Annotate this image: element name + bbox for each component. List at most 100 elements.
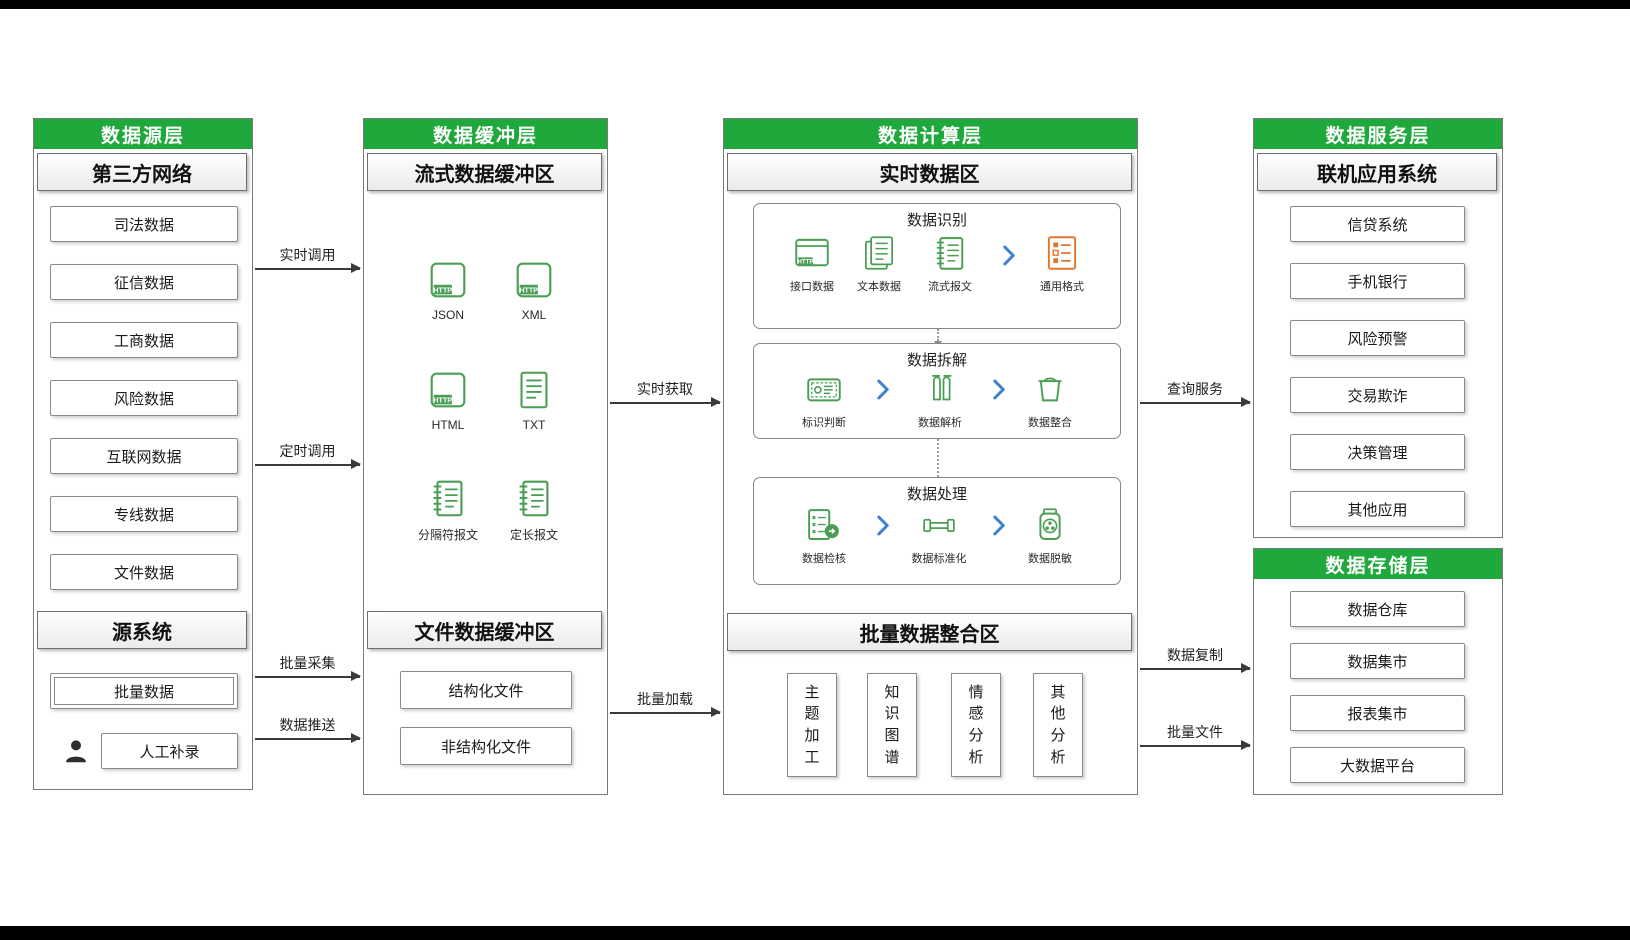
chevron-right-icon [1002, 244, 1017, 267]
arrow-label: 数据复制 [1167, 647, 1223, 663]
arrow-label: 查询服务 [1167, 381, 1223, 397]
batch-analysis-label: 主题加工 [804, 683, 820, 766]
batch-analysis-label: 其他分析 [1050, 683, 1066, 766]
arrow-data-copy: 数据复制 [1140, 647, 1251, 673]
stage-cell: 标识判断 [789, 368, 859, 430]
arrow-batch-load: 批量加载 [610, 691, 721, 717]
third-party-network-header: 第三方网络 [37, 153, 247, 191]
arrow-scheduled-call: 定时调用 [255, 443, 361, 469]
service-layer-title: 数据服务层 [1254, 119, 1502, 149]
stage-cell-label: 数据解析 [918, 417, 962, 429]
storage-item: 数据集市 [1290, 643, 1465, 679]
batch-analysis-item: 其他分析 [1033, 673, 1083, 777]
stage-data-processing: 数据处理 数据检核 数据标准化 数据脱敏 [753, 477, 1121, 585]
document-icon [511, 367, 557, 413]
format-label: XML [521, 308, 547, 322]
stage-title: 数据拆解 [906, 352, 967, 369]
http-window-icon [791, 232, 833, 274]
source-data-item: 人工补录 [101, 733, 238, 769]
source-data-item: 工商数据 [50, 322, 238, 358]
arrow-label: 定时调用 [279, 443, 336, 459]
person-icon [61, 736, 91, 766]
arrow-label: 数据推送 [279, 717, 336, 733]
documents-icon [858, 232, 900, 274]
stage-cell: 文本数据 [844, 232, 914, 294]
format-label: 分隔符报文 [417, 528, 478, 542]
check-doc-icon [803, 504, 845, 546]
buffer-format-cell: JSON [406, 257, 490, 322]
batch-zone-header: 批量数据整合区 [727, 613, 1132, 651]
coupler-icon [918, 504, 960, 546]
service-app-item: 风险预警 [1290, 320, 1465, 356]
chevron-right-icon [876, 378, 891, 401]
chevron-right-icon [876, 514, 891, 537]
source-data-item: 风险数据 [50, 380, 238, 416]
service-app-item: 其他应用 [1290, 491, 1465, 527]
buffer-format-cell: 分隔符报文 [406, 475, 490, 543]
stage-cell: 接口数据 [777, 232, 847, 294]
compute-layer-panel: 数据计算层 实时数据区 数据识别 接口数据 文本数据 流式报文 通用格式 [723, 118, 1138, 795]
service-app-item: 决策管理 [1290, 434, 1465, 470]
format-label: 定长报文 [509, 528, 558, 542]
mask-jar-icon [1029, 504, 1071, 546]
stage-cell: 数据解析 [905, 368, 975, 430]
arrow-label: 实时调用 [279, 247, 336, 263]
letterbox-bottom [0, 926, 1630, 940]
buffer-format-cell: 定长报文 [492, 475, 576, 543]
arrow-label: 批量采集 [279, 655, 336, 671]
chevron-right-icon [992, 514, 1007, 537]
file-buffer-header: 文件数据缓冲区 [367, 611, 602, 649]
bin-icon [1029, 368, 1071, 410]
source-layer-panel: 数据源层 第三方网络 司法数据 征信数据 工商数据 风险数据 互联网数据 专线数… [33, 118, 253, 790]
stage-cell-label: 数据整合 [1028, 417, 1072, 429]
stage-data-decompose: 数据拆解 标识判断 数据解析 数据整合 [753, 343, 1121, 439]
buffer-layer-panel: 数据缓冲层 流式数据缓冲区 JSON XML HTML TXT 分隔符报文 定长… [363, 118, 608, 795]
arrow-query-service: 查询服务 [1140, 381, 1251, 407]
stage-cell-label: 通用格式 [1040, 281, 1084, 293]
storage-layer-panel: 数据存储层 数据仓库 数据集市 报表集市 大数据平台 [1253, 548, 1503, 795]
buffer-file-item: 非结构化文件 [400, 727, 572, 765]
stage-connector [934, 439, 942, 484]
stream-buffer-header: 流式数据缓冲区 [367, 153, 602, 191]
letterbox-top [0, 0, 1630, 9]
format-label: HTML [431, 418, 465, 432]
storage-item: 报表集市 [1290, 695, 1465, 731]
arrow-data-push: 数据推送 [255, 717, 361, 743]
source-data-item: 征信数据 [50, 264, 238, 300]
source-system-header: 源系统 [37, 611, 247, 649]
compute-layer-title: 数据计算层 [724, 119, 1137, 149]
stage-cell: 流式报文 [915, 232, 985, 294]
source-data-item: 专线数据 [50, 496, 238, 532]
arrow-realtime-call: 实时调用 [255, 247, 361, 273]
source-layer-title: 数据源层 [34, 119, 252, 149]
arrow-label: 实时获取 [637, 381, 693, 397]
buffer-file-item: 结构化文件 [400, 671, 572, 709]
stage-cell-label: 数据脱敏 [1028, 553, 1072, 565]
source-data-item: 司法数据 [50, 206, 238, 242]
buffer-format-cell: HTML [406, 367, 490, 432]
online-app-header: 联机应用系统 [1257, 153, 1497, 191]
stage-cell-label: 接口数据 [790, 281, 834, 293]
arrow-batch-collect: 批量采集 [255, 655, 361, 681]
realtime-zone-header: 实时数据区 [727, 153, 1132, 191]
stage-cell-label: 标识判断 [802, 417, 846, 429]
format-label: TXT [522, 418, 546, 432]
columns-icon [919, 368, 961, 410]
checklist-icon [1041, 232, 1083, 274]
stage-cell: 数据整合 [1015, 368, 1085, 430]
service-layer-panel: 数据服务层 联机应用系统 信贷系统 手机银行 风险预警 交易欺诈 决策管理 其他… [1253, 118, 1503, 538]
stage-title: 数据处理 [906, 486, 967, 503]
source-data-item: 文件数据 [50, 554, 238, 590]
stage-connector [934, 329, 942, 348]
http-file-icon [425, 367, 471, 413]
buffer-format-cell: XML [492, 257, 576, 322]
service-app-item: 交易欺诈 [1290, 377, 1465, 413]
stage-cell-label: 文本数据 [857, 281, 901, 293]
stage-cell: 数据脱敏 [1015, 504, 1085, 566]
arrow-realtime-fetch: 实时获取 [610, 381, 721, 407]
arrow-label: 批量加载 [637, 691, 693, 707]
source-data-item: 批量数据 [50, 673, 238, 709]
format-label: JSON [431, 308, 464, 322]
stage-cell: 数据检核 [789, 504, 859, 566]
